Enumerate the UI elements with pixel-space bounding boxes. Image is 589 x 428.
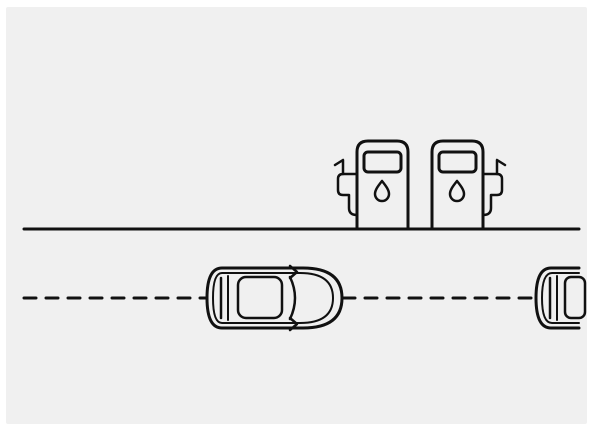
car-icon xyxy=(207,266,342,330)
car-icon xyxy=(536,268,585,328)
fuel-pump-icon xyxy=(335,141,408,229)
fuel-pump-icon xyxy=(432,141,505,229)
